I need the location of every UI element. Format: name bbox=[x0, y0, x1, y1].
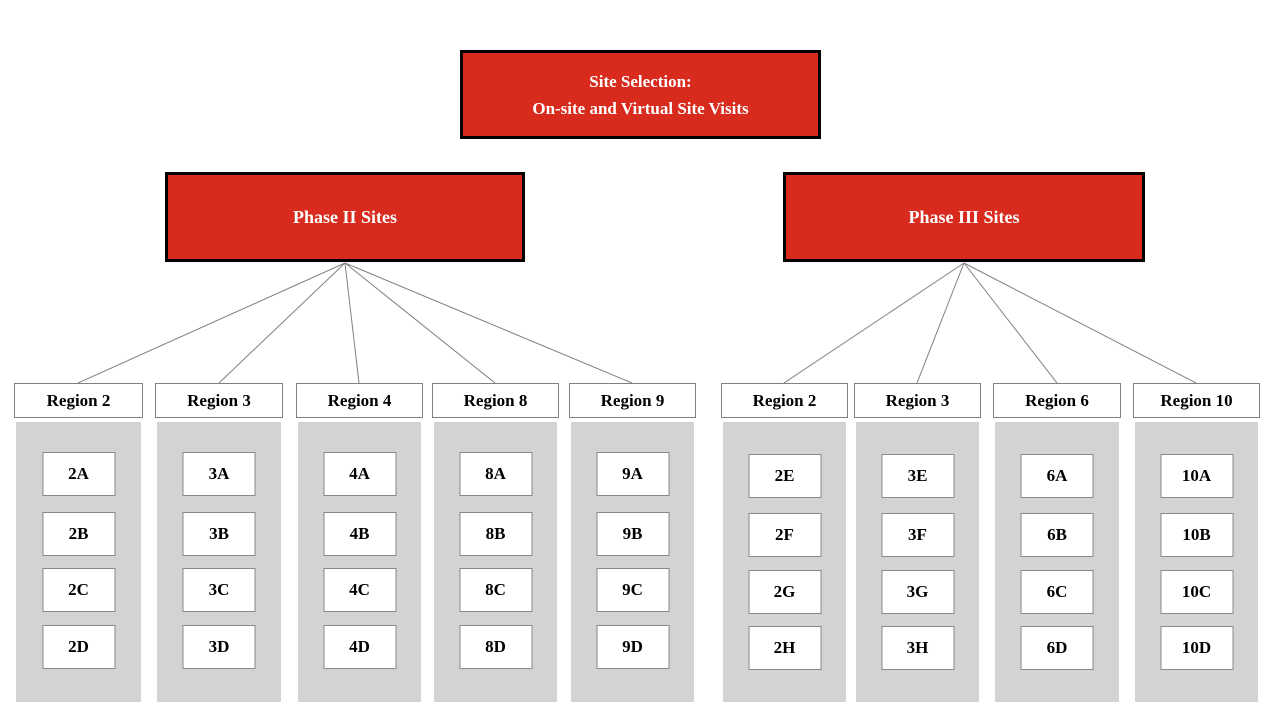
region-header: Region 3 bbox=[155, 383, 283, 418]
region-header: Region 9 bbox=[569, 383, 696, 418]
title-node: Site Selection: On-site and Virtual Site… bbox=[460, 50, 821, 139]
region-header: Region 6 bbox=[993, 383, 1121, 418]
connector-line bbox=[783, 262, 965, 384]
connector-line bbox=[77, 262, 346, 384]
site-box: 9B bbox=[596, 512, 669, 556]
site-box: 3B bbox=[182, 512, 256, 556]
region-header: Region 2 bbox=[721, 383, 848, 418]
site-box: 10A bbox=[1160, 454, 1233, 498]
site-box: 8C bbox=[459, 568, 532, 612]
site-box: 6B bbox=[1020, 513, 1094, 557]
site-box: 2H bbox=[748, 626, 821, 670]
connector-line bbox=[344, 262, 633, 384]
site-box: 8A bbox=[459, 452, 532, 496]
site-box: 6D bbox=[1020, 626, 1094, 670]
title-line-1: Site Selection: bbox=[589, 71, 692, 91]
region-column-phase2-region2: Region 2 2A 2B 2C 2D bbox=[14, 383, 143, 702]
phase3-node: Phase III Sites bbox=[783, 172, 1145, 262]
site-box: 3D bbox=[182, 625, 256, 669]
site-box: 8B bbox=[459, 512, 532, 556]
site-box: 10D bbox=[1160, 626, 1233, 670]
region-panel: 9A 9B 9C 9D bbox=[571, 422, 694, 702]
site-box: 10C bbox=[1160, 570, 1233, 614]
region-header: Region 3 bbox=[854, 383, 981, 418]
title-line-2: On-site and Virtual Site Visits bbox=[532, 98, 749, 118]
site-box: 4A bbox=[323, 452, 396, 496]
site-box: 3H bbox=[881, 626, 954, 670]
region-column-phase3-region3: Region 3 3E 3F 3G 3H bbox=[854, 383, 981, 702]
region-panel: 2E 2F 2G 2H bbox=[723, 422, 846, 702]
site-box: 10B bbox=[1160, 513, 1233, 557]
region-header: Region 4 bbox=[296, 383, 423, 418]
site-box: 2F bbox=[748, 513, 821, 557]
site-box: 8D bbox=[459, 625, 532, 669]
phase3-label: Phase III Sites bbox=[908, 206, 1020, 227]
site-box: 3A bbox=[182, 452, 256, 496]
region-column-phase3-region10: Region 10 10A 10B 10C 10D bbox=[1133, 383, 1260, 702]
region-panel: 8A 8B 8C 8D bbox=[434, 422, 557, 702]
region-column-phase2-region4: Region 4 4A 4B 4C 4D bbox=[296, 383, 423, 702]
site-box: 4C bbox=[323, 568, 396, 612]
region-column-phase2-region3: Region 3 3A 3B 3C 3D bbox=[155, 383, 283, 702]
site-box: 3G bbox=[881, 570, 954, 614]
region-column-phase3-region6: Region 6 6A 6B 6C 6D bbox=[993, 383, 1121, 702]
site-box: 4D bbox=[323, 625, 396, 669]
region-column-phase3-region2: Region 2 2E 2F 2G 2H bbox=[721, 383, 848, 702]
site-box: 2B bbox=[42, 512, 115, 556]
site-box: 6A bbox=[1020, 454, 1094, 498]
site-box: 3C bbox=[182, 568, 256, 612]
phase2-label: Phase II Sites bbox=[292, 206, 397, 227]
site-box: 6C bbox=[1020, 570, 1094, 614]
site-box: 2D bbox=[42, 625, 115, 669]
region-panel: 10A 10B 10C 10D bbox=[1135, 422, 1258, 702]
connector-line bbox=[963, 262, 1197, 384]
phase2-node: Phase II Sites bbox=[165, 172, 525, 262]
connector-line bbox=[218, 262, 346, 384]
site-box: 9D bbox=[596, 625, 669, 669]
region-column-phase2-region9: Region 9 9A 9B 9C 9D bbox=[569, 383, 696, 702]
site-box: 4B bbox=[323, 512, 396, 556]
connector-line bbox=[344, 262, 496, 384]
region-panel: 6A 6B 6C 6D bbox=[995, 422, 1119, 702]
region-header: Region 10 bbox=[1133, 383, 1260, 418]
region-panel: 3E 3F 3G 3H bbox=[856, 422, 979, 702]
site-box: 2E bbox=[748, 454, 821, 498]
region-header: Region 8 bbox=[432, 383, 559, 418]
region-column-phase2-region8: Region 8 8A 8B 8C 8D bbox=[432, 383, 559, 702]
site-box: 2A bbox=[42, 452, 115, 496]
connector-line bbox=[963, 262, 1058, 384]
region-panel: 4A 4B 4C 4D bbox=[298, 422, 421, 702]
connector-line bbox=[344, 262, 360, 384]
site-box: 9C bbox=[596, 568, 669, 612]
connector-line bbox=[916, 262, 965, 384]
site-box: 9A bbox=[596, 452, 669, 496]
site-box: 3E bbox=[881, 454, 954, 498]
site-box: 2C bbox=[42, 568, 115, 612]
region-panel: 2A 2B 2C 2D bbox=[16, 422, 141, 702]
region-panel: 3A 3B 3C 3D bbox=[157, 422, 281, 702]
region-header: Region 2 bbox=[14, 383, 143, 418]
site-box: 3F bbox=[881, 513, 954, 557]
site-box: 2G bbox=[748, 570, 821, 614]
